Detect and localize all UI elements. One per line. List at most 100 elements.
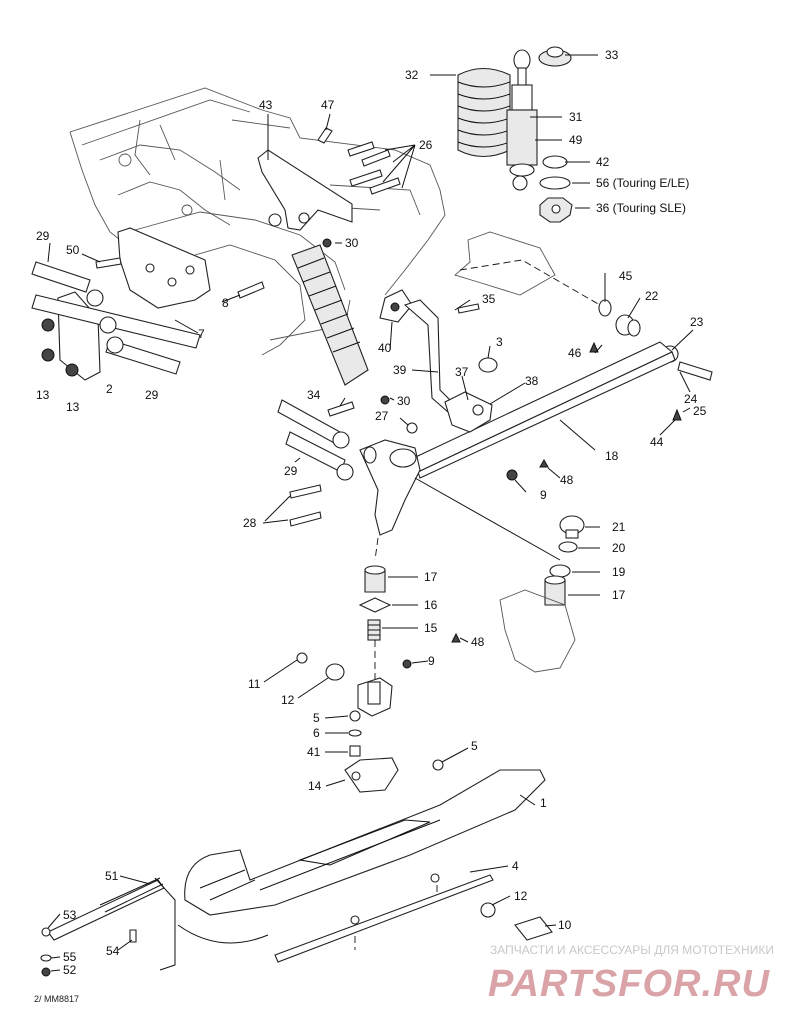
washer-6 [348,729,362,737]
ski-leg [357,677,393,717]
bushing-12-upper [325,663,345,681]
callout-9-lower: 9 [428,654,435,668]
callout-7: 7 [198,327,205,341]
screw-35 [457,303,480,314]
callout-33: 33 [605,48,619,62]
bolt-28-lower [289,511,322,527]
callout-17-center: 17 [424,570,438,584]
leader-bracket [459,259,601,306]
callout-37: 37 [455,365,469,379]
washer-55 [40,954,52,962]
callout-13-left: 13 [36,388,50,402]
callout-1: 1 [540,796,547,810]
spacer-41 [349,745,361,757]
ring-19 [549,564,571,578]
grease-44 [672,408,682,421]
callout-39: 39 [393,363,407,377]
callout-27: 27 [375,409,389,423]
callout-45: 45 [619,269,633,283]
callout-25: 25 [693,404,707,418]
leader-lines [47,54,694,972]
callout-53: 53 [63,908,77,922]
callout-12-upper: 12 [281,693,295,707]
nut-9-upper [506,458,549,481]
ski-handle [47,877,176,971]
callout-17-right: 17 [612,588,626,602]
callout-44: 44 [650,435,664,449]
adjuster-36 [539,197,573,223]
callout-13-right: 13 [66,400,80,414]
bolt-47 [317,127,333,144]
callout-48-upper: 48 [560,473,574,487]
callout-54: 54 [106,944,120,958]
nut-30-lower [380,395,390,405]
coil-spring [457,67,511,158]
callout-12-lower: 12 [514,889,528,903]
callout-55: 55 [63,950,77,964]
washer-45 [598,299,612,317]
callout-31: 31 [569,110,583,124]
spring-cup-33 [538,46,572,67]
callout-28: 28 [243,516,257,530]
callout-29-mid: 29 [145,388,159,402]
callout-16: 16 [424,598,438,612]
callout-41: 41 [307,745,321,759]
ski [184,769,546,950]
rivet-54 [129,929,137,943]
wear-rod [274,874,494,963]
callout-3: 3 [496,335,503,349]
nut-12-lower [480,902,496,918]
trailing-arm [403,341,676,479]
callout-36: 36 (Touring SLE) [596,201,686,215]
callout-35: 35 [482,292,496,306]
callout-22: 22 [645,289,659,303]
watermark-brand: PARTSFOR.RU [488,963,770,1005]
bolts-26 [347,141,401,195]
callout-21: 21 [612,520,626,534]
tubes-29 [31,261,354,481]
callout-8: 8 [222,296,229,310]
drawing-code: 2/ MM8817 [34,994,79,1004]
leader-spindle-long [414,477,561,561]
callout-50: 50 [66,243,80,257]
steering-bracket [117,227,211,309]
bolt-34 [327,401,355,417]
leader-spindle [374,537,379,561]
callout-5-upper: 5 [313,711,320,725]
nut-11 [296,652,308,664]
callout-32: 32 [405,68,419,82]
callout-52: 52 [63,963,77,977]
bolt-28-upper [289,484,322,499]
callout-42: 42 [596,155,610,169]
nut-52 [41,967,51,977]
callout-43: 43 [259,98,273,112]
plate-16 [358,597,392,613]
inset-link [177,924,269,944]
callout-2: 2 [106,382,113,396]
bushing-22 [615,314,641,337]
callout-labels: 33 32 31 49 42 56 (Touring E/LE) 36 (Tou… [36,48,707,977]
callout-6: 6 [313,726,320,740]
callout-15: 15 [424,621,438,635]
watermark-tagline: ЗАПЧАСТИ И АКСЕССУАРЫ ДЛЯ МОТОТЕХНИКИ [490,943,774,957]
grease-48-lower [451,632,461,643]
leader-18 [559,419,596,451]
chassis-bracket-right [454,231,556,296]
callout-46: 46 [568,346,582,360]
callout-4: 4 [512,859,519,873]
callout-30-lower: 30 [397,394,411,408]
cap-3 [478,357,498,373]
callout-49: 49 [569,133,583,147]
nut-30-upper [322,238,332,248]
callout-26: 26 [419,138,433,152]
upper-support-bracket [257,149,353,231]
callout-34: 34 [307,388,321,402]
spindle-housing [359,439,421,536]
bolt-50 [95,257,122,269]
bolt-8 [237,281,265,299]
spacer-15 [367,619,381,641]
cap-21 [559,515,585,539]
rubber-boot [291,244,369,386]
callout-5-lower: 5 [471,739,478,753]
